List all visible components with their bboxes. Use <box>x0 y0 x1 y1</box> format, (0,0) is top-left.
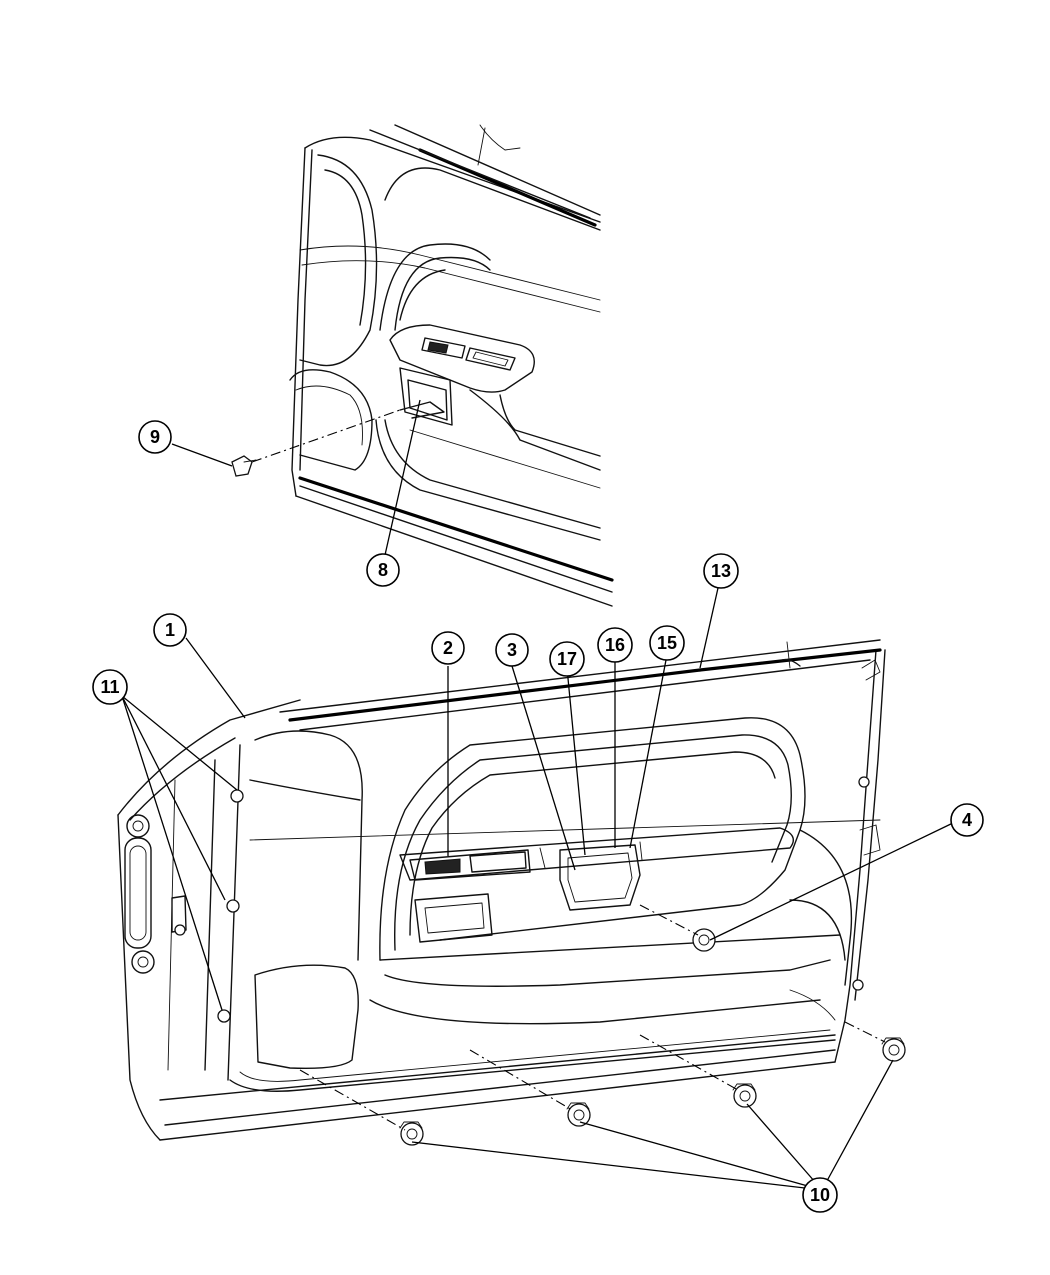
callout-16-label: 16 <box>605 635 625 655</box>
push-pin-3 <box>732 1083 757 1108</box>
callout-17: 17 <box>549 641 585 677</box>
callout-8-label: 8 <box>378 560 388 580</box>
leader-lines <box>121 399 956 1191</box>
callout-8: 8 <box>366 553 400 587</box>
callout-4-label: 4 <box>962 810 972 830</box>
callout-3-label: 3 <box>507 640 517 660</box>
push-pin-2 <box>566 1102 591 1127</box>
push-pin-fastener-group <box>399 928 906 1146</box>
callout-1-label: 1 <box>165 620 175 640</box>
callout-17-label: 17 <box>557 649 577 669</box>
main-view-door-panel <box>117 639 886 1141</box>
callout-15-label: 15 <box>657 633 677 653</box>
callout-1: 1 <box>153 613 187 647</box>
callout-10-label: 10 <box>810 1185 830 1205</box>
callout-2-label: 2 <box>443 638 453 658</box>
detail-view-door-panel <box>251 124 614 607</box>
callout-11-label: 11 <box>100 677 119 697</box>
callout-3: 3 <box>495 633 529 667</box>
callout-13: 13 <box>703 553 739 589</box>
callout-9: 9 <box>138 420 172 454</box>
install-lines <box>299 904 886 1131</box>
callout-2: 2 <box>431 631 465 665</box>
callout-9-label: 9 <box>150 427 160 447</box>
push-pin-screw-4 <box>692 928 716 952</box>
push-pin-4 <box>881 1037 906 1062</box>
callout-4: 4 <box>950 803 984 837</box>
callout-11: 11 <box>92 669 128 705</box>
push-pin-1 <box>399 1121 424 1146</box>
screw-9-fastener <box>231 455 257 477</box>
callout-13-label: 13 <box>711 561 731 581</box>
callout-15: 15 <box>649 625 685 661</box>
callout-10: 10 <box>802 1177 838 1213</box>
trim-clip-group <box>174 776 870 1023</box>
callout-16: 16 <box>597 627 633 663</box>
